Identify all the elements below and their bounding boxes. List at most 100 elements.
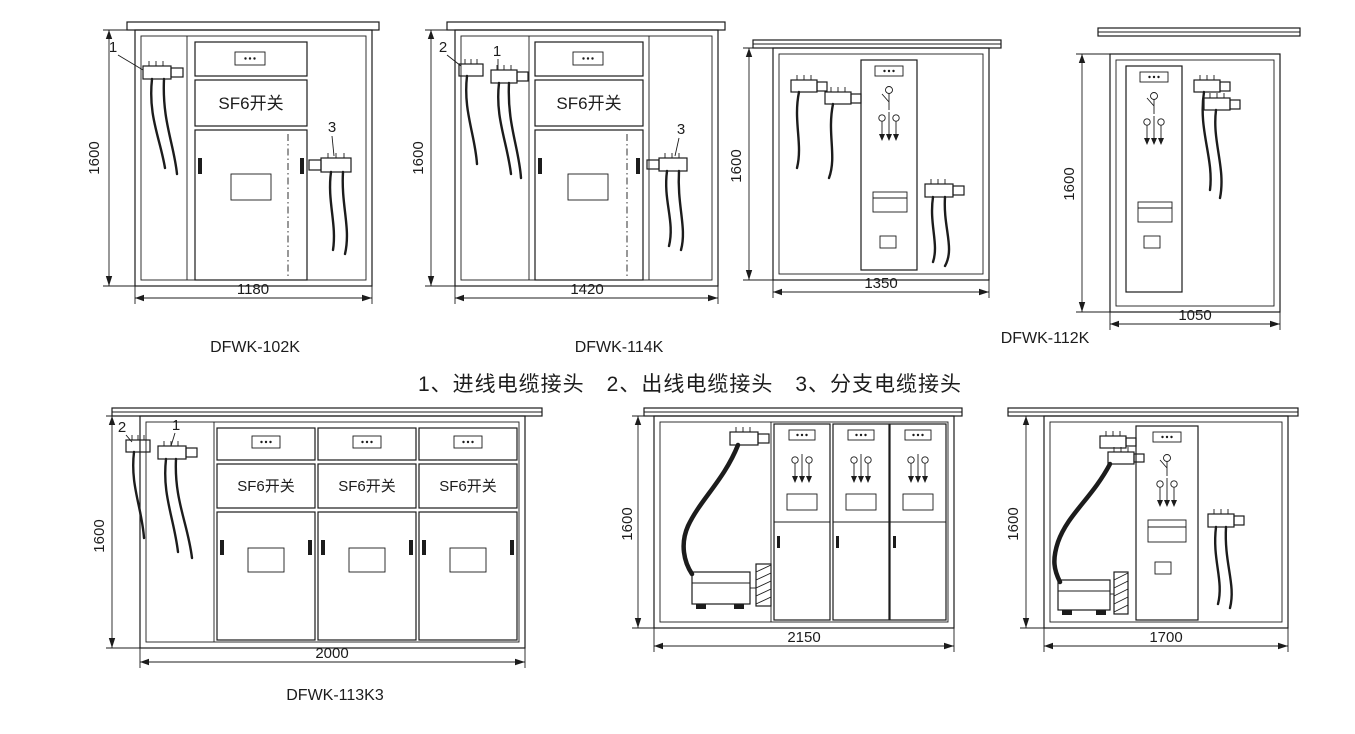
height-dimension: 1600 [86, 29, 135, 287]
width-dimension: 2150 [653, 628, 955, 652]
sf6-switch-label: SF6开关 [439, 478, 497, 495]
outgoing-cable-connector [125, 435, 151, 540]
callout-branch-label: 3 [328, 119, 336, 136]
diagram-dfwk-112k-left: 1600 1350 [728, 39, 1002, 298]
callout-inlet: 1 [493, 43, 501, 70]
callout-inlet-label: 1 [172, 417, 180, 434]
width-dimension: 1350 [772, 275, 990, 298]
callout-inlet: 1 [109, 39, 144, 71]
branch-cable-connector [924, 179, 965, 268]
sf6-switch-label: SF6开关 [556, 94, 621, 113]
switch-bay-3: SF6开关 [418, 427, 518, 641]
cabinet-roof [111, 407, 543, 417]
switch-bay-2 [832, 423, 890, 621]
width-dim-label: 2000 [315, 645, 348, 662]
branch-cable-connector [1207, 509, 1245, 610]
width-dim-label: 2150 [787, 629, 820, 646]
diagram-unit-1700: 1600 1700 [1005, 407, 1299, 652]
incoming-cable-connector [142, 61, 184, 176]
incoming-cable-connector [157, 441, 198, 560]
branch-cable-connector [646, 153, 688, 252]
callout-outlet: 2 [118, 419, 133, 443]
width-dimension: 2000 [139, 645, 526, 668]
cabinet-roof [752, 39, 1002, 49]
diagram-dfwk-114k: SF6开关 2 [410, 21, 726, 356]
incoming-cable-connector [1052, 431, 1145, 585]
cabinet-roof [643, 407, 963, 417]
cabinet-roof [446, 21, 726, 31]
cable-terminal-unit [691, 563, 772, 609]
cabinet-frame [139, 415, 526, 649]
width-dimension: 1700 [1043, 628, 1289, 652]
branch-cable-connector [308, 153, 352, 256]
cabinet-roof [1007, 407, 1299, 417]
switch-panel [1125, 65, 1183, 293]
diagram-dfwk-113k3: SF6开关 SF6开关 SF6开关 [91, 407, 543, 704]
sf6-switch-box: SF6开关 [534, 79, 644, 127]
width-dimension: 1180 [134, 281, 373, 304]
callout-outlet-label: 2 [439, 39, 447, 56]
cabinet-frame [1043, 415, 1289, 629]
model-label-dfwk-112k: DFWK-112K [1000, 330, 1090, 347]
height-dim-label: 1600 [619, 507, 636, 540]
height-dim-label: 1600 [91, 519, 108, 552]
height-dimension: 1600 [1005, 415, 1044, 629]
height-dim-label: 1600 [1005, 507, 1022, 540]
outgoing-cable-connector [458, 59, 484, 166]
incoming-cable-connector [790, 75, 862, 180]
callout-outlet-label: 2 [118, 419, 126, 436]
cable-compartment-door [194, 129, 308, 281]
sf6-switch-label: SF6开关 [218, 94, 283, 113]
switch-bay-2: SF6开关 [317, 427, 417, 641]
switch-bay-1: SF6开关 [216, 427, 316, 641]
sf6-switch-box: SF6开关 [194, 79, 308, 127]
width-dim-label: 1420 [570, 281, 603, 298]
cable-terminal-unit [1057, 571, 1129, 615]
instrument-box [534, 41, 644, 77]
incoming-cable-connector [681, 427, 770, 577]
width-dimension: 1420 [454, 281, 719, 304]
legend: 1、进线电缆接头 2、出线电缆接头 3、分支电缆接头 [417, 373, 963, 396]
model-label: DFWK-114K [575, 339, 664, 356]
switch-bay-3 [889, 423, 947, 621]
height-dimension: 1600 [410, 29, 455, 287]
cabinet-roof [126, 21, 380, 31]
callout-inlet: 1 [170, 417, 180, 447]
diagram-unit-2150: 1600 2150 [619, 407, 963, 652]
callout-branch: 3 [328, 119, 336, 157]
height-dimension: 1600 [728, 47, 773, 281]
height-dim-label: 1600 [728, 149, 745, 182]
height-dim-label: 1600 [86, 141, 103, 174]
switch-panel [860, 59, 918, 271]
callout-branch-label: 3 [677, 121, 685, 138]
switch-bay-1 [773, 423, 831, 621]
incoming-cable-connector [490, 65, 529, 180]
incoming-cable-connector [1193, 75, 1241, 200]
model-label: DFWK-113K3 [286, 687, 384, 704]
height-dimension: 1600 [619, 415, 654, 629]
cable-compartment-door [534, 129, 644, 281]
diagram-dfwk-102k: SF6开关 1 3 [86, 21, 380, 356]
width-dim-label: 1700 [1149, 629, 1182, 646]
callout-inlet-label: 1 [493, 43, 501, 60]
cabinet-frame [772, 47, 990, 281]
sf6-switch-label: SF6开关 [338, 478, 396, 495]
callout-outlet: 2 [439, 39, 462, 67]
height-dim-label: 1600 [410, 141, 427, 174]
switch-panel [1135, 425, 1199, 621]
width-dim-label: 1350 [864, 275, 897, 292]
sf6-switch-label: SF6开关 [237, 478, 295, 495]
width-dim-label: 1050 [1178, 307, 1211, 324]
height-dimension: 1600 [91, 415, 140, 649]
callout-inlet-label: 1 [109, 39, 117, 56]
diagram-dfwk-112k-right: 1600 1050 [1061, 27, 1301, 330]
width-dim-label: 1180 [237, 281, 269, 298]
height-dim-label: 1600 [1061, 167, 1078, 200]
callout-branch: 3 [674, 121, 685, 157]
cabinet-frame [1109, 53, 1281, 313]
instrument-box [194, 41, 308, 77]
cabinet-roof [1097, 27, 1301, 37]
width-dimension: 1050 [1109, 307, 1281, 330]
model-label: DFWK-102K [210, 339, 300, 356]
